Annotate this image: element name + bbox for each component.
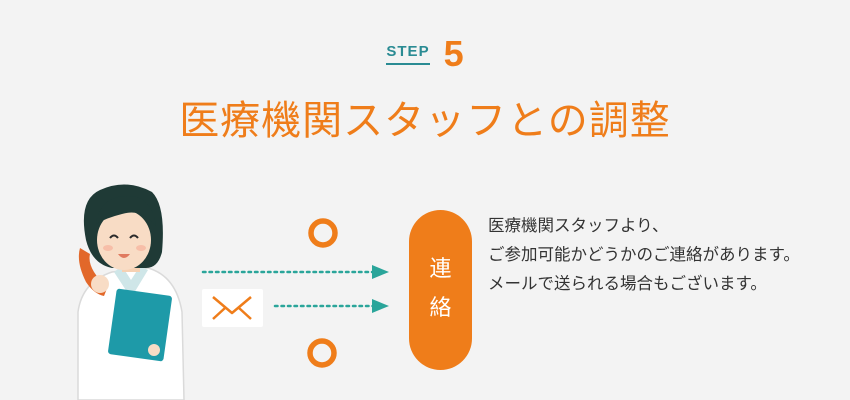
contact-badge: 連 絡 — [409, 210, 472, 370]
arrow-icon — [201, 265, 389, 279]
description-line: 医療機関スタッフより、 — [488, 216, 669, 235]
contact-char: 連 — [429, 257, 452, 283]
step-indicator: STEP 5 — [0, 36, 850, 72]
description: 医療機関スタッフより、 ご参加可能かどうかのご連絡があります。 メールで送られる… — [488, 211, 843, 298]
nurse-figure — [77, 184, 185, 400]
page-title: 医療機関スタッフとの調整 — [179, 98, 671, 144]
envelope-icon — [202, 289, 263, 327]
description-line: メールで送られる場合もございます。 — [488, 274, 767, 293]
circle-icon — [308, 218, 338, 248]
arrow-icon — [273, 299, 389, 313]
step-number: 5 — [443, 33, 464, 74]
contact-char: 絡 — [429, 296, 452, 321]
circle-icon — [307, 338, 337, 368]
step-label: STEP — [386, 43, 430, 65]
description-line: ご参加可能かどうかのご連絡があります。 — [488, 245, 800, 264]
phone-icon — [78, 248, 109, 296]
clipboard-icon — [108, 288, 172, 362]
